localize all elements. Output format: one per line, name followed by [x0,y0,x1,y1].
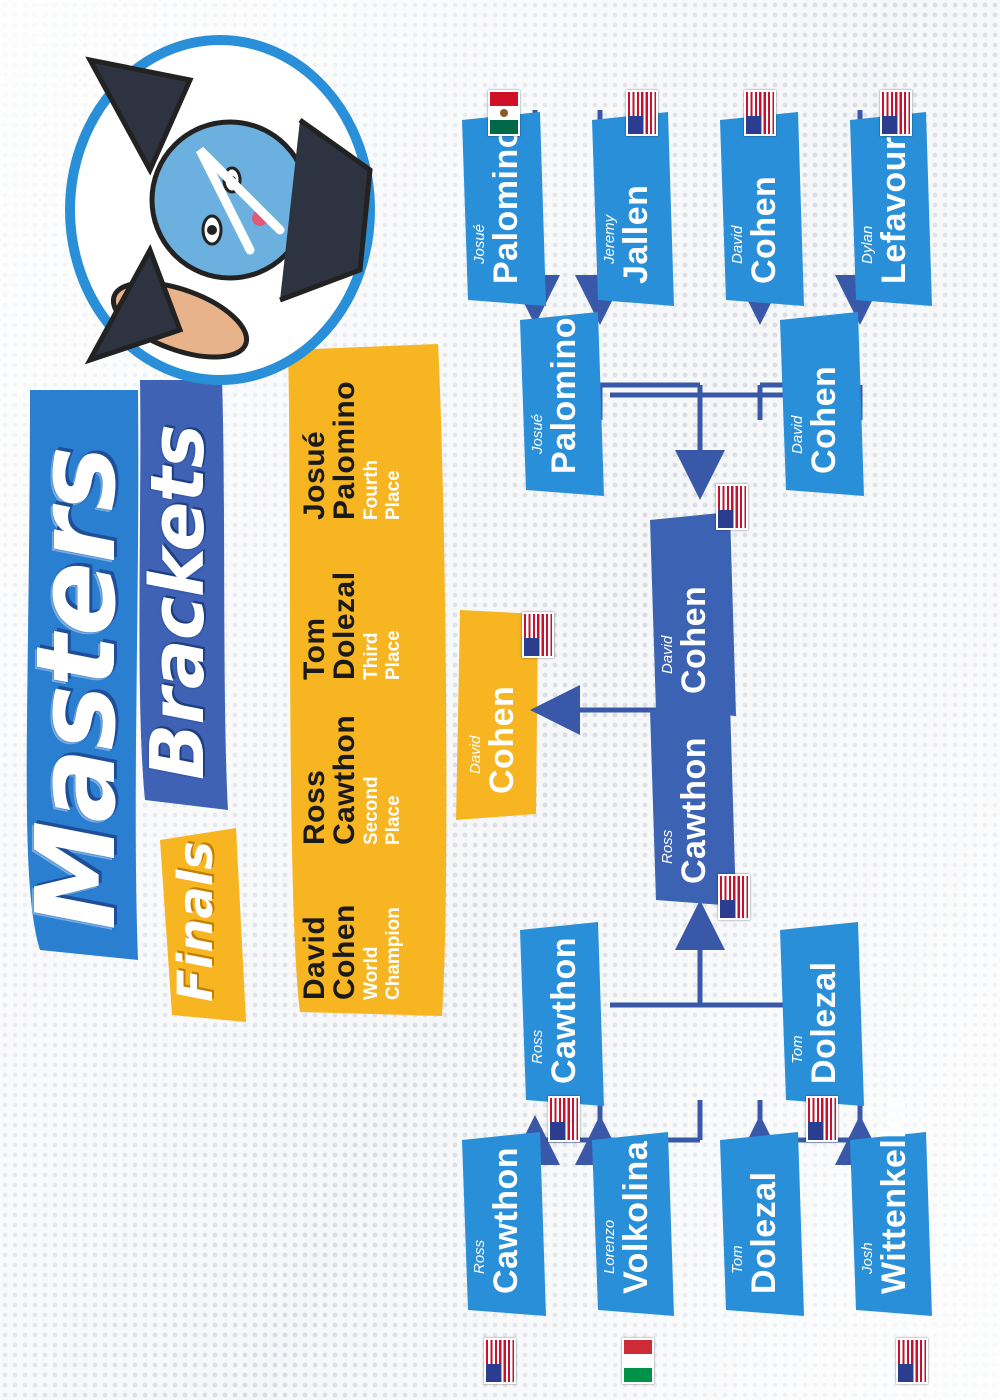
player-first-name: Ross [659,829,676,864]
player-first-name: Josué [529,413,546,454]
bracket-entry: Tom Dolezal [729,1171,783,1300]
player-first-name: Tom [729,1245,746,1274]
player-last-name: Lefavour [875,136,913,284]
standing-2: Ross Cawthon Second Place [298,714,404,845]
player-last-name: Cawthon [487,1146,525,1294]
bracket-entry: Josué Palomino [471,126,525,290]
player-last-name: Palomino [545,316,583,474]
champion-box: David Cohen [467,685,521,800]
standing-name-last: Cohen [328,904,361,1000]
standing-place: Place [383,795,404,845]
usa-flag [522,612,554,658]
standing-name-last: Cawthon [328,714,361,845]
usa-flag [896,1338,928,1384]
player-last-name: Cawthon [545,936,583,1084]
bracket-entry: Josué Palomino [529,316,583,480]
final-entry: Ross Cawthon [659,736,713,890]
standing-name-first: David [298,915,331,1000]
player-first-name: Dylan [859,225,876,264]
player-first-name: David [789,415,806,454]
usa-flag [716,484,748,530]
player-last-name: Palomino [487,126,525,284]
bracket-entry: David Cohen [729,175,783,290]
title-brackets: Brackets [135,425,221,780]
player-last-name: Wittenkeller [875,1095,913,1294]
standing-place: Third [361,632,382,681]
usa-flag [718,874,750,920]
standing-1: David Cohen World Champion [298,904,404,1000]
standing-place: Place [383,470,404,520]
standing-name-first: Josué [298,430,331,520]
usa-flag [806,1096,838,1142]
player-last-name: Cawthon [675,736,713,884]
player-first-name: Ross [529,1029,546,1064]
final-entry: David Cohen [659,585,713,700]
player-last-name: Dolezal [745,1171,783,1294]
player-first-name: Tom [789,1035,806,1064]
standing-3: Tom Dolezal Third Place [298,571,404,681]
standing-name-last: Dolezal [328,571,361,680]
champion-last-name: Cohen [483,685,521,794]
bracket-entry: Ross Cawthon [471,1146,525,1300]
player-last-name: Volkolina [617,1140,655,1294]
bracket-entry: Josh Wittenkeller [859,1095,913,1300]
standing-name-last: Palomino [328,380,361,520]
standing-place: Fourth [361,459,382,520]
player-first-name: Ross [471,1239,488,1274]
bracket-entry: Lorenzo Volkolina [601,1140,655,1300]
bracket-entry: Tom Dolezal [789,961,843,1090]
player-first-name: Josué [471,223,488,264]
player-last-name: Cohen [805,365,843,474]
player-last-name: Cohen [745,175,783,284]
standing-name-first: Tom [298,617,331,680]
bracket-entry: Ross Cawthon [529,936,583,1090]
standing-place: Second [361,776,382,845]
usa-flag [626,90,658,136]
champion-first-name: David [467,735,484,774]
bracket-entry: David Cohen [789,365,843,480]
standing-place: World [361,946,382,1000]
player-first-name: David [729,225,746,264]
player-first-name: Josh [859,1242,876,1274]
bracket-entry: Jeremy Jallen [601,184,655,290]
player-first-name: David [659,635,676,674]
player-last-name: Dolezal [805,961,843,1084]
standing-name-first: Ross [298,769,331,845]
standing-4: Josué Palomino Fourth Place [298,380,404,520]
shell-icon [110,280,250,360]
player-last-name: Jallen [617,184,655,284]
title-masters: Masters [12,447,140,930]
standing-place: Place [383,630,404,680]
standing-place: Champion [383,907,404,1000]
usa-flag [880,90,912,136]
usa-flag [484,1338,516,1384]
player-first-name: Lorenzo [601,1219,618,1274]
usa-flag [744,90,776,136]
player-last-name: Cohen [675,585,713,694]
player-first-name: Jeremy [601,214,618,264]
mexico-flag [488,90,520,136]
bracket-entry: Dylan Lefavour [859,136,913,290]
usa-flag [548,1096,580,1142]
italy-flag [622,1338,654,1384]
title-finals: Finals [168,841,224,1002]
